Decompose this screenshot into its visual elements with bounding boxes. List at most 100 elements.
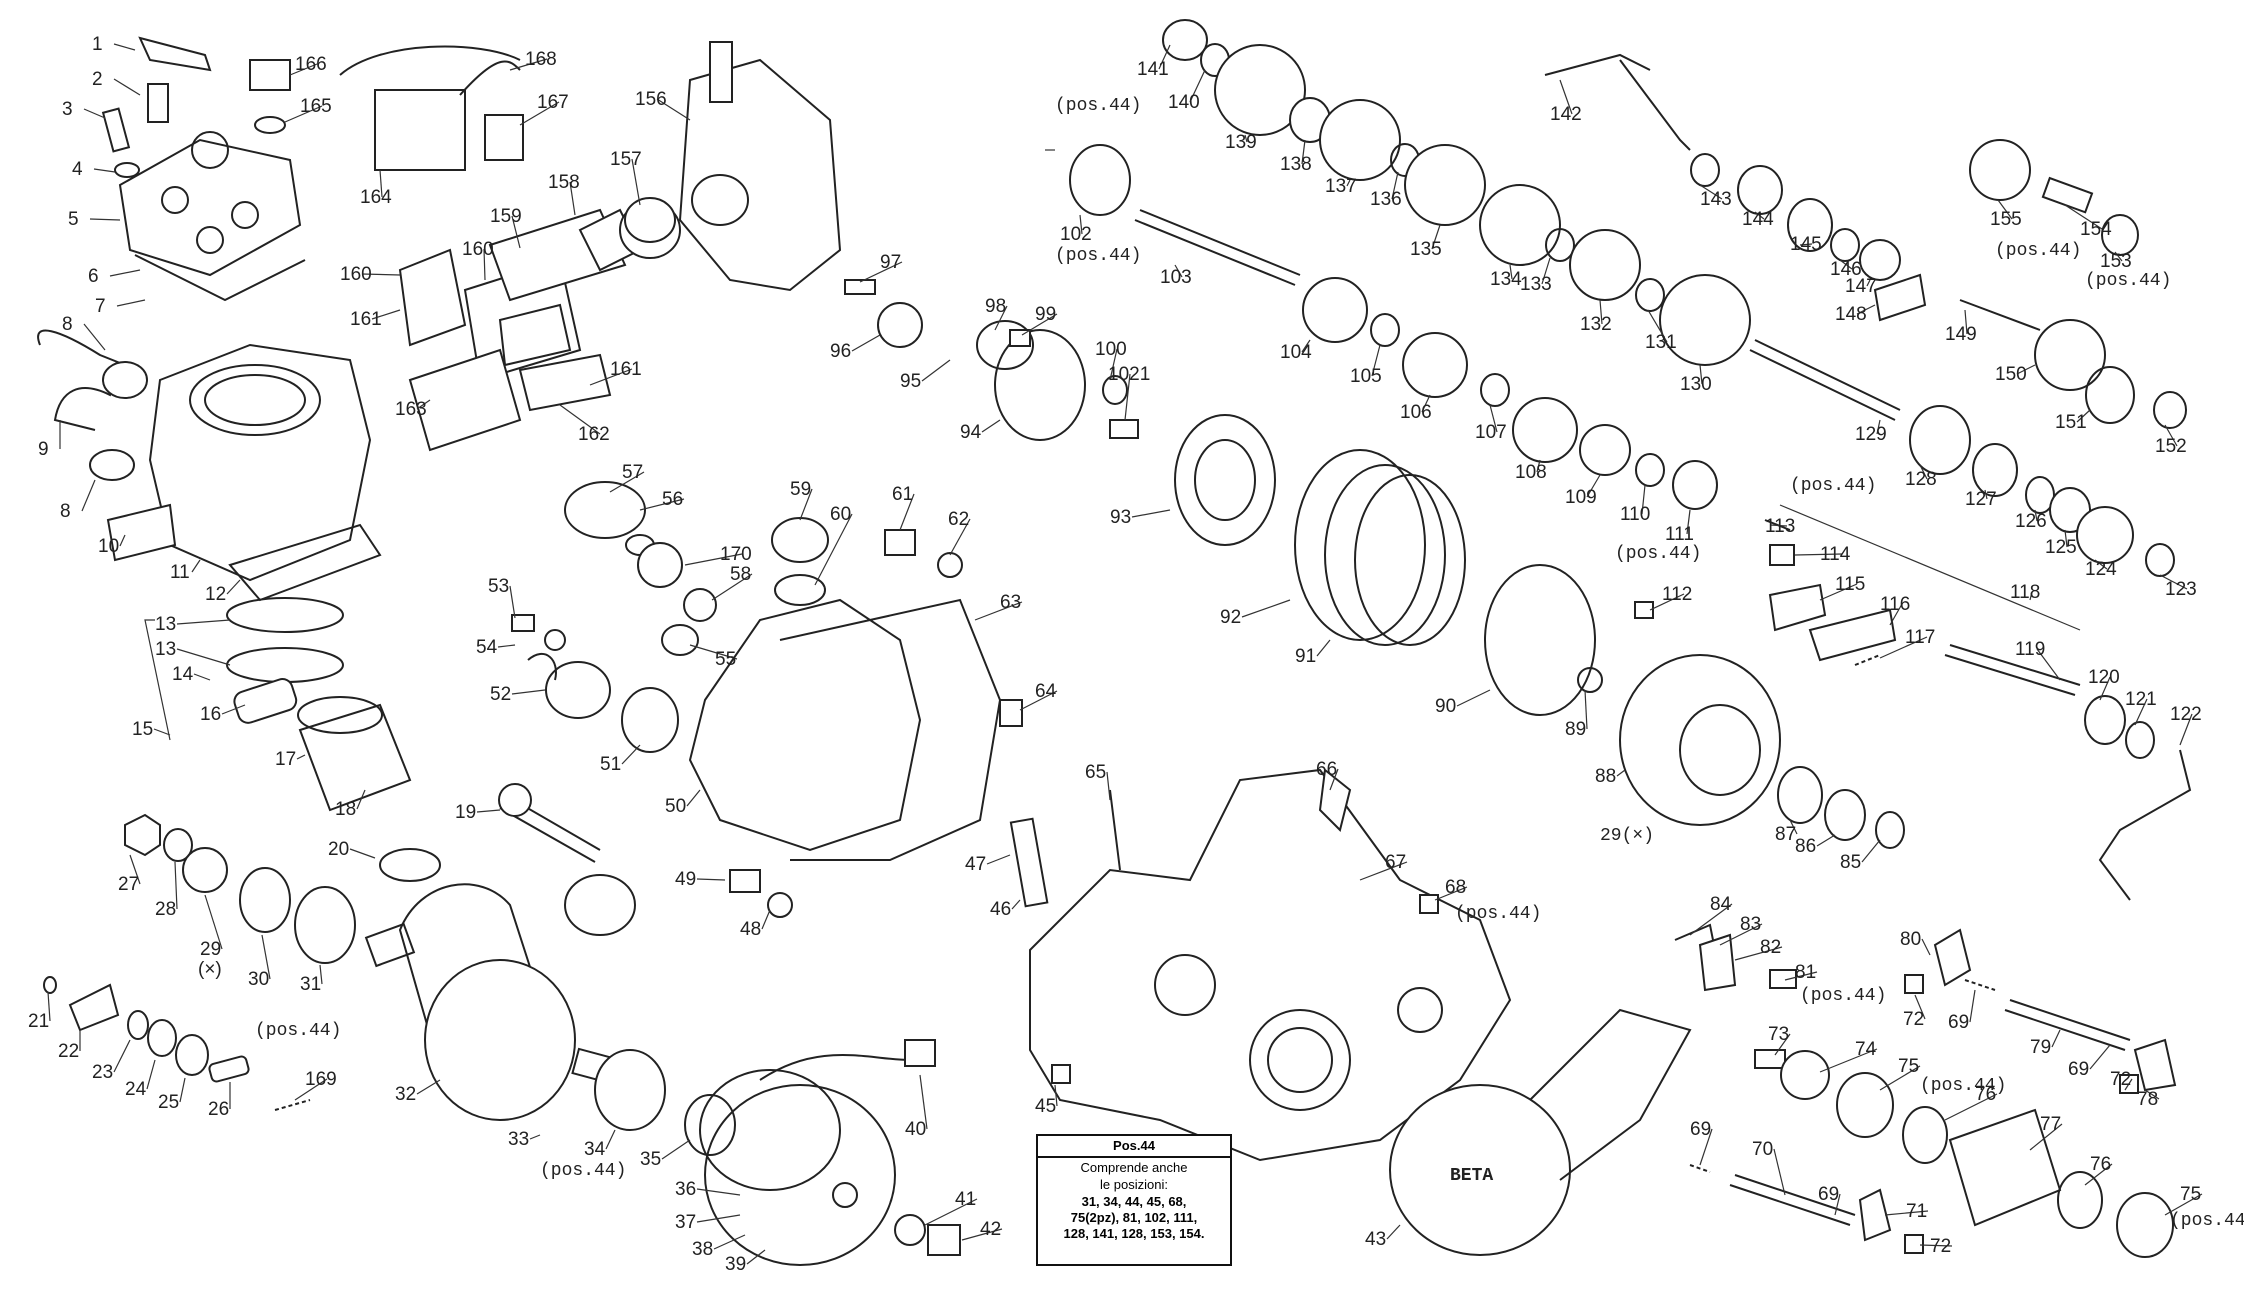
washer-126 xyxy=(2025,476,2055,514)
part-number-label: 1021 xyxy=(1108,364,1150,385)
part-number-label: 77 xyxy=(2040,1114,2061,1135)
callout-l5: 5 xyxy=(68,209,121,230)
leader-line xyxy=(2179,713,2193,746)
leader-line xyxy=(116,299,146,307)
leader-line xyxy=(1586,474,1601,498)
part-number-label: 13 xyxy=(155,639,176,660)
oring-60 xyxy=(774,574,826,606)
leader-line xyxy=(1021,313,1058,336)
head-hole xyxy=(196,226,224,254)
callout-l142: 142 xyxy=(1550,79,1582,125)
shaft-97 xyxy=(844,279,876,295)
gear-134 xyxy=(1479,184,1561,266)
gear-104 xyxy=(1302,277,1368,343)
leader-line xyxy=(361,273,401,276)
leader-line xyxy=(919,1074,928,1130)
pos44-note: 29(×) xyxy=(1600,826,1654,846)
part-number-label: 114 xyxy=(1820,544,1851,565)
leader-line xyxy=(1079,214,1083,235)
callout-l119: 119 xyxy=(2015,639,2061,681)
callout-l16: 16 xyxy=(200,704,246,725)
part-number-label: 141 xyxy=(1137,59,1169,80)
piston xyxy=(298,703,412,812)
leader-line xyxy=(83,323,106,351)
callout-l66: 66 xyxy=(1316,759,1339,791)
part-number-label: 102 xyxy=(1060,224,1092,245)
part-number-label: 161 xyxy=(610,359,642,380)
bearing-111 xyxy=(1672,460,1718,510)
callout-l6: 6 xyxy=(88,266,141,287)
leader-line xyxy=(416,1079,441,1095)
callout-l145: 145 xyxy=(1790,234,1822,255)
callout-l81: 81 xyxy=(1784,962,1818,983)
part-number-label: 16 xyxy=(200,704,221,725)
leader-line xyxy=(1359,861,1408,881)
pump-cover-52 xyxy=(545,661,611,719)
part-number-label: 66 xyxy=(1316,759,1337,780)
part-number-label: 131 xyxy=(1645,332,1677,353)
part-number-label: 132 xyxy=(1580,314,1612,335)
part-number-label: 40 xyxy=(905,1119,926,1140)
part-number-label: 37 xyxy=(675,1212,696,1233)
callout-l146: 146 xyxy=(1830,259,1862,280)
coil-cap-167 xyxy=(484,114,524,161)
leader-line xyxy=(1019,690,1058,711)
dowel-68 xyxy=(1419,894,1439,914)
plate-116 xyxy=(1808,608,1897,662)
lever-115 xyxy=(1768,583,1827,632)
part-number-label: 11 xyxy=(170,562,190,583)
bearing-75 xyxy=(1836,1072,1894,1138)
callout-l73: 73 xyxy=(1768,1024,1791,1056)
leader-line xyxy=(81,479,96,512)
leader-line xyxy=(153,728,171,736)
washer-105 xyxy=(1370,313,1400,347)
callout-l138: 138 xyxy=(1280,139,1312,175)
callout-l30: 30 xyxy=(248,934,271,990)
callout-l112: 112 xyxy=(1649,584,1692,611)
hose-clamp xyxy=(102,361,148,399)
leader-line xyxy=(511,689,546,695)
part-number-label: 161 xyxy=(350,309,382,330)
leader-line xyxy=(1329,768,1339,791)
leader-line xyxy=(1189,69,1206,103)
case-bore xyxy=(1154,954,1216,1016)
pressure-plate-90 xyxy=(1484,564,1596,716)
ignition-coil xyxy=(374,89,466,171)
cylinder xyxy=(148,343,372,582)
shaft-103 xyxy=(1134,209,1301,286)
leader-line xyxy=(713,1234,746,1250)
gear-150 xyxy=(2034,319,2106,391)
leader-line xyxy=(1914,994,1926,1020)
part-number-label: 54 xyxy=(476,637,498,658)
leader-line xyxy=(1921,938,1931,956)
callout-l162: 162 xyxy=(559,404,610,445)
leader-line xyxy=(2114,251,2123,262)
callout-l97: 97 xyxy=(859,252,903,283)
leader-line xyxy=(1647,309,1668,343)
part-number-label: 122 xyxy=(2170,704,2202,725)
leader-line xyxy=(2089,1044,2111,1070)
leader-line xyxy=(1434,886,1468,901)
leader-line xyxy=(696,878,726,881)
gear-108 xyxy=(1512,397,1578,463)
callout-l58: 58 xyxy=(711,564,753,601)
callout-l135: 135 xyxy=(1410,224,1442,260)
shaft-129 xyxy=(1749,339,1901,421)
callout-l75b: 75 xyxy=(2164,1184,2203,1216)
callout-l50: 50 xyxy=(665,789,701,817)
part-number-label: 83 xyxy=(1740,914,1761,935)
leader-line xyxy=(1371,344,1381,377)
part-number-label: 78 xyxy=(2137,1089,2158,1110)
leader-line xyxy=(129,854,141,885)
leader-line xyxy=(1699,184,1723,200)
callout-l62: 62 xyxy=(948,509,971,556)
leader-line xyxy=(2134,698,2148,726)
leader-line xyxy=(2124,1078,2133,1091)
callout-l28: 28 xyxy=(155,861,178,920)
part-number-label: 143 xyxy=(1700,189,1732,210)
leader-line xyxy=(986,854,1011,865)
part-number-label: 162 xyxy=(578,424,610,445)
leader-line xyxy=(146,1059,156,1090)
callout-l76a: 76 xyxy=(1944,1084,1998,1121)
callout-l3: 3 xyxy=(62,99,106,120)
